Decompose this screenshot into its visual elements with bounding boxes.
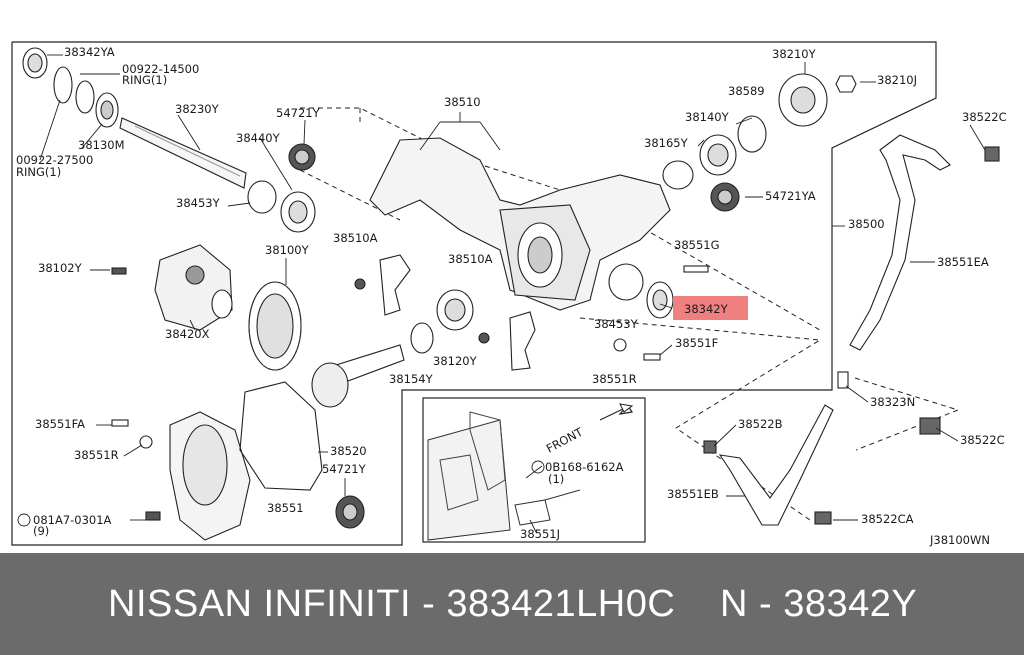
part-label: 38551F <box>675 336 718 350</box>
part-label: 38210J <box>877 73 917 87</box>
inset-panel <box>422 397 646 543</box>
part-label: 38165Y <box>644 136 689 150</box>
part-label: RING(1) <box>122 73 167 87</box>
part-label: 38154Y <box>389 372 434 386</box>
part-label: 38230Y <box>175 102 220 116</box>
part-label: 38102Y <box>38 261 83 275</box>
part-label: 38100Y <box>265 243 310 257</box>
highlighted-part-label: 38342Y <box>684 302 729 316</box>
footer-part-number: NISSAN INFINITI - 383421LH0C <box>108 583 676 625</box>
part-label: 38522C <box>962 110 1007 124</box>
footer-bar: NISSAN INFINITI - 383421LH0C N - 38342Y <box>0 553 1024 655</box>
leader-lines <box>39 54 986 533</box>
part-label: 00922-27500 <box>16 153 93 167</box>
part-label: 38510A <box>333 231 378 245</box>
part-label: 0B168-6162A <box>545 460 624 474</box>
parts-artwork <box>22 47 1000 541</box>
part-label: 38520 <box>330 444 367 458</box>
footer-reference: N - 38342Y <box>720 583 918 625</box>
part-label: 38510 <box>444 95 481 109</box>
part-label: 38551FA <box>35 417 85 431</box>
part-label: 38453Y <box>176 196 221 210</box>
diagram-code: J38100WN <box>929 533 990 547</box>
part-labels: 38342YA00922-14500RING(1)38230Y38130M009… <box>16 45 1007 541</box>
part-label: 38589 <box>728 84 765 98</box>
part-label: 38522C <box>960 433 1005 447</box>
part-label: FRONT <box>544 424 586 455</box>
part-label: 38342YA <box>64 45 115 59</box>
part-label: 38500 <box>848 217 885 231</box>
part-label: 38522CA <box>861 512 914 526</box>
part-label: 38551G <box>674 238 720 252</box>
part-label: 38510A <box>448 252 493 266</box>
b-marker-icon <box>17 513 31 527</box>
part-label: 38130M <box>78 138 125 152</box>
part-label: 38420X <box>165 327 210 341</box>
part-label: (1) <box>548 472 564 486</box>
part-label: 38522B <box>738 417 783 431</box>
exploded-view-svg: 38342Y 38342YA00922-14500RING(1)38230Y38… <box>11 41 1007 547</box>
part-label: 38210Y <box>772 47 817 61</box>
part-label: RING(1) <box>16 165 61 179</box>
part-label: 38440Y <box>236 131 281 145</box>
part-label: 38551J <box>520 527 560 541</box>
part-label: 38323N <box>870 395 915 409</box>
part-label: 54721Y <box>322 462 367 476</box>
part-label: 38551 <box>267 501 304 515</box>
dashed-leaders <box>299 107 960 521</box>
part-label: (9) <box>33 524 49 538</box>
part-label: 38120Y <box>433 354 478 368</box>
s-marker-icon <box>531 460 545 474</box>
part-label: 38551EA <box>937 255 989 269</box>
part-label: 00922-14500 <box>122 62 199 76</box>
part-label: 38551EB <box>667 487 719 501</box>
part-label: 54721YA <box>765 189 816 203</box>
part-label: 081A7-0301A <box>33 513 112 527</box>
diagram-frame <box>11 41 937 546</box>
part-label: 38551R <box>592 372 637 386</box>
front-arrow-icon <box>599 405 634 421</box>
part-label: 38551R <box>74 448 119 462</box>
part-label: 38453Y <box>594 317 639 331</box>
highlight-box <box>673 296 748 320</box>
part-label: 54721Y <box>276 106 321 120</box>
part-label: 38140Y <box>685 110 730 124</box>
